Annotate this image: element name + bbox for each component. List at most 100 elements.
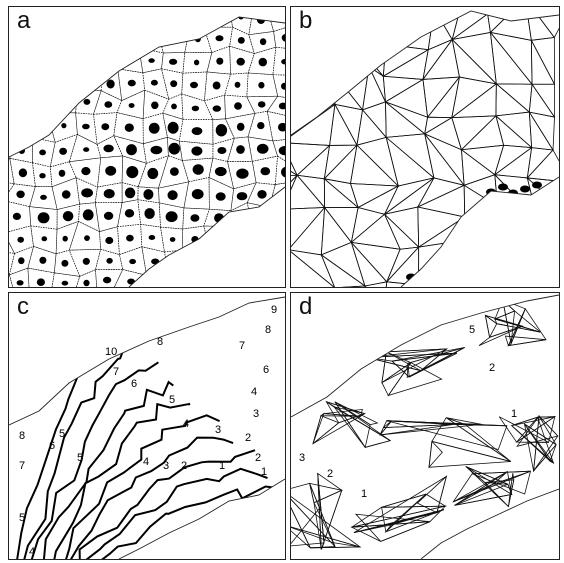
panel-b: b [290,6,560,288]
cell-nucleus [258,101,266,107]
region-triangle [291,491,360,548]
cell-nucleus [143,189,153,200]
border-nucleus [520,186,530,193]
contour-label: 2 [245,432,251,444]
contour-label: 7 [113,366,119,378]
cell-nucleus [63,236,68,242]
contour-label: 7 [19,460,25,472]
cell-nucleus [216,192,226,201]
cell-nucleus [83,209,94,220]
cell-nucleus [257,144,269,154]
contour-label: 8 [265,324,271,336]
cell-nucleus [169,59,177,65]
mesh-triangle [291,175,297,212]
mesh-triangle [363,102,387,137]
cell-nucleus [281,59,285,65]
outside-region-top [291,7,559,135]
cell-nucleus [126,235,134,242]
outside-region-top [9,7,285,157]
cell-nucleus [129,259,136,264]
mesh-triangle [335,286,365,287]
mesh-triangle [531,40,554,84]
cell-nucleus [257,190,266,199]
region-triangle [453,471,530,502]
panel-a: a [8,6,286,288]
cell-nucleus [260,38,266,45]
cell-nucleus [171,104,177,110]
mesh-triangle [425,134,464,185]
contour-label: 6 [263,364,269,376]
cell-nucleus [217,147,226,154]
cell-nucleus [13,213,21,220]
cell-nucleus [213,82,221,90]
cell-nucleus [18,257,24,264]
mesh-triangle [425,118,462,150]
region-triangle [392,348,465,378]
cell-nucleus [237,58,245,66]
cell-nucleus [104,212,113,220]
mesh-triangle [350,184,398,208]
voronoi-cell [9,228,14,253]
contour-label: 5 [77,452,83,464]
contour-label: 3 [253,408,259,420]
cell-nucleus [81,167,90,175]
contour-label: 5 [169,394,175,406]
panel-c-label: c [15,295,31,319]
panel-b-label: b [297,9,314,33]
mesh-triangle [452,32,496,83]
mesh-triangle [358,186,398,214]
region-label: 5 [469,324,475,336]
contour-label: 1 [219,460,225,472]
cell-nucleus [61,123,66,128]
mesh-triangle [496,112,532,148]
cell-nucleus [17,237,24,243]
cell-nucleus [261,167,271,175]
cell-nucleus [216,124,227,136]
cell-nucleus [149,123,160,134]
cell-nucleus [105,237,113,244]
mesh-triangle [423,77,459,117]
cell-nucleus [128,80,136,87]
region-triangle [499,417,548,443]
cell-nucleus [38,212,50,223]
border-nucleus [532,182,542,189]
cell-nucleus [129,103,135,108]
cell-nucleus [42,236,48,241]
contour-label: 9 [271,304,277,316]
cell-nucleus [81,188,93,197]
cell-nucleus [125,209,134,217]
cell-nucleus [16,191,24,199]
border-nucleus [498,184,508,191]
cell-nucleus [192,189,204,199]
cell-nucleus [215,167,227,176]
cell-nucleus [83,147,89,152]
mesh-triangle [490,32,532,84]
cell-nucleus [84,235,90,241]
cell-nucleus [259,58,267,67]
region-triangle [310,483,335,546]
cell-nucleus [168,190,178,200]
cell-nucleus [282,34,285,42]
cell-nucleus [236,145,245,154]
cell-nucleus [125,124,134,132]
cell-nucleus [17,280,24,285]
mesh-triangle [325,207,359,242]
cell-nucleus [151,102,158,110]
mesh-triangle [330,104,357,145]
mesh-triangle [418,178,464,207]
contour-label: 8 [19,430,25,442]
mesh-triangle [461,145,503,174]
region-label: 3 [299,452,305,464]
cell-nucleus [279,103,285,110]
mesh-triangle [351,214,400,249]
cell-nucleus [234,102,242,109]
mesh-triangle [335,104,363,145]
contour-label: 4 [143,456,149,468]
mesh-triangle [529,84,554,117]
region-label: 1 [361,488,367,500]
cell-nucleus [170,237,176,242]
region-triangle [380,425,453,435]
cell-nucleus [103,277,111,284]
contour-label: 7 [239,340,245,352]
cell-nucleus [59,170,66,177]
